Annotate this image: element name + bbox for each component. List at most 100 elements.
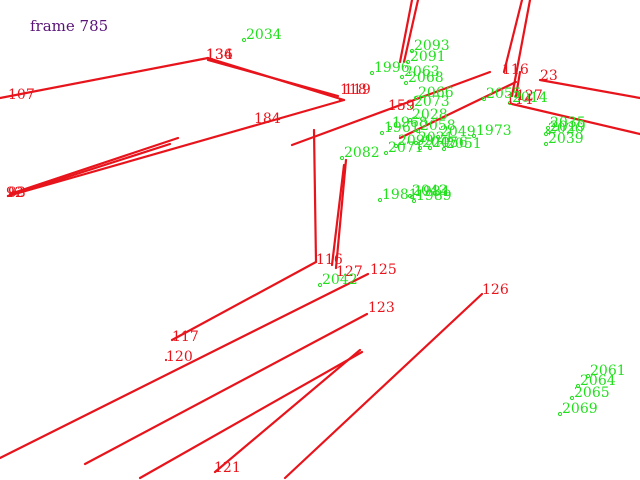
point-label: 2049 xyxy=(440,124,476,140)
edge-line xyxy=(510,102,640,136)
edge-label: 93 xyxy=(8,185,26,201)
point-label: 1968 xyxy=(392,115,428,131)
point-label: 2028 xyxy=(412,107,448,123)
edge-label: 92 xyxy=(6,185,24,201)
edge-label: 107 xyxy=(8,87,35,103)
track-point xyxy=(471,133,477,139)
point-label: 2091 xyxy=(410,49,446,65)
track-point xyxy=(543,141,549,147)
track-point xyxy=(409,104,415,110)
track-point xyxy=(399,74,405,80)
track-point xyxy=(417,145,423,151)
track-point xyxy=(557,411,563,417)
point-label: 2093 xyxy=(414,38,450,54)
track-point xyxy=(585,373,591,379)
point-label: 2042 xyxy=(322,272,358,288)
edge-label: 159 xyxy=(388,98,415,114)
point-label: 2043 xyxy=(412,183,448,199)
edge-line xyxy=(290,70,492,147)
track-point xyxy=(241,37,247,43)
edge-line xyxy=(330,163,346,267)
track-point xyxy=(379,130,385,136)
edge-line xyxy=(0,56,210,100)
track-point xyxy=(387,125,393,131)
point-labels: 2034209320911996206320682066207319611968… xyxy=(246,27,626,417)
point-label: 2068 xyxy=(408,70,444,86)
edge-line xyxy=(283,292,484,480)
edge-line xyxy=(538,78,640,100)
edge-line xyxy=(206,56,346,102)
edge-label: 117 xyxy=(172,329,199,345)
point-label: 2063 xyxy=(404,64,440,80)
edge-line xyxy=(514,70,522,98)
point-label: 2058 xyxy=(420,118,456,134)
edge-line xyxy=(334,158,348,270)
point-label: 2051 xyxy=(446,136,482,152)
track-point xyxy=(415,128,421,134)
edge-label: 120 xyxy=(166,349,193,365)
track-point xyxy=(441,146,447,152)
point-label: 1984 xyxy=(414,184,450,200)
track-point xyxy=(413,140,419,146)
track-point xyxy=(383,150,389,156)
point-label: 1973 xyxy=(476,123,512,139)
point-label: 2035 xyxy=(550,115,586,131)
track-point xyxy=(543,131,549,137)
edge-label: 121 xyxy=(214,460,241,476)
edge-label: 118 xyxy=(340,82,367,98)
track-point xyxy=(317,282,323,288)
point-label: 2039 xyxy=(548,131,584,147)
edge-line xyxy=(312,128,318,264)
edge-line xyxy=(8,136,180,196)
point-label: 2065 xyxy=(574,385,610,401)
point-label: 2064 xyxy=(580,373,616,389)
track-point xyxy=(405,59,411,65)
point-label: 2055 xyxy=(486,86,522,102)
track-point xyxy=(403,80,409,86)
edge-label: 119 xyxy=(344,82,371,98)
edge-line xyxy=(170,260,318,342)
edge-line xyxy=(398,80,518,140)
edge-label: 123 xyxy=(368,300,395,316)
point-label: 2099 xyxy=(398,133,434,149)
point-label: 2073 xyxy=(414,94,450,110)
track-point xyxy=(407,117,413,123)
edge-label: 184 xyxy=(254,111,281,127)
edge-line xyxy=(138,350,364,480)
edge-label: 136 xyxy=(206,47,233,63)
track-point xyxy=(393,143,399,149)
point-label: 2019 xyxy=(550,119,586,135)
track-point xyxy=(409,48,415,54)
edge-line xyxy=(0,272,370,460)
edge-line xyxy=(402,0,420,64)
track-point xyxy=(339,155,345,161)
edge-label: 23 xyxy=(540,68,558,84)
point-label: 1961 xyxy=(384,120,420,136)
frame-label: frame 785 xyxy=(30,17,108,35)
edge-line xyxy=(6,98,346,198)
point-label: 2082 xyxy=(344,145,380,161)
edge-label: 116 xyxy=(502,62,529,78)
track-point xyxy=(413,95,419,101)
point-label: 2047 xyxy=(422,135,458,151)
track-point xyxy=(481,96,487,102)
edge-line xyxy=(83,312,369,466)
edge-label: 125 xyxy=(370,262,397,278)
point-label: 1989 xyxy=(416,188,452,204)
track-points xyxy=(241,37,591,417)
edge-line xyxy=(510,0,532,98)
point-label: 2026 xyxy=(548,121,584,137)
point-label: 1981 xyxy=(382,187,418,203)
point-label: 2071 xyxy=(388,140,424,156)
edge-label: 134 xyxy=(206,47,233,63)
point-label: 2021 xyxy=(418,130,454,146)
point-label: 2069 xyxy=(562,401,598,417)
edge-line xyxy=(398,0,414,64)
edge-label: 127 xyxy=(516,88,543,104)
track-point xyxy=(569,395,575,401)
point-label: 2066 xyxy=(418,85,454,101)
point-label: 2061 xyxy=(590,363,626,379)
